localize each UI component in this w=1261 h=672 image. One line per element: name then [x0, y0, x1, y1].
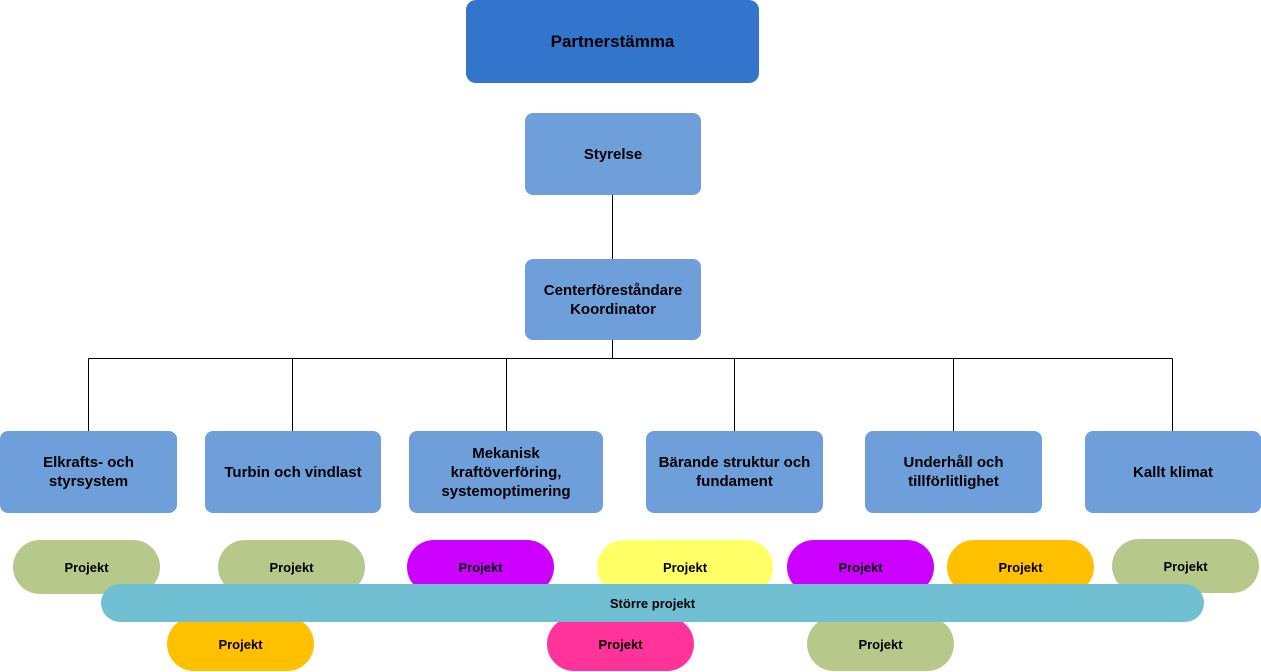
- area-box-kallt-klimat: Kallt klimat: [1085, 431, 1261, 513]
- project-pill-10: Projekt: [807, 617, 954, 671]
- project-label: Projekt: [218, 636, 263, 652]
- centerforestandare-box: Centerföreståndare Koordinator: [525, 259, 701, 340]
- project-label: Projekt: [598, 636, 643, 652]
- styrelse-label: Styrelse: [583, 145, 643, 163]
- area-label-line2: styrsystem: [48, 473, 129, 490]
- area-label-line2: kraftöverföring,: [450, 463, 562, 481]
- area-label-line3: systemoptimering: [441, 482, 571, 500]
- project-label: Projekt: [838, 559, 883, 575]
- project-label: Projekt: [458, 559, 503, 575]
- styrelse-box: Styrelse: [525, 113, 701, 195]
- area-label-line1: Underhåll och: [903, 454, 1004, 471]
- area-label-line1: Kallt klimat: [1132, 463, 1214, 481]
- area-label-line1: Mekanisk: [472, 444, 540, 462]
- project-label: Projekt: [998, 559, 1043, 575]
- project-pill-9: Projekt: [547, 617, 694, 671]
- project-label: Projekt: [1163, 558, 1208, 574]
- storre-projekt-bar: Större projekt: [101, 584, 1204, 622]
- area-box-mekanisk: Mekanisk kraftöverföring, systemoptimeri…: [409, 431, 603, 513]
- area-label-line1: Elkrafts- och: [43, 454, 134, 471]
- partnerstamma-box: Partnerstämma: [466, 0, 759, 83]
- project-label: Projekt: [269, 559, 314, 575]
- project-label: Projekt: [64, 559, 109, 575]
- area-label-line2: tillförlitlighet: [908, 473, 999, 490]
- project-label: Projekt: [662, 559, 708, 575]
- area-box-elkraft: Elkrafts- och styrsystem: [0, 431, 177, 513]
- director-label-line1: Centerföreståndare: [543, 281, 683, 299]
- project-pill-8: Projekt: [167, 617, 314, 671]
- director-label-line2: Koordinator: [570, 300, 656, 318]
- partnerstamma-label: Partnerstämma: [550, 32, 675, 51]
- area-box-underhall: Underhåll och tillförlitlighet: [865, 431, 1042, 513]
- area-label-line1: Turbin och vindlast: [224, 463, 362, 481]
- project-label: Projekt: [858, 636, 903, 652]
- area-label-line2: fundament: [696, 473, 773, 490]
- area-label-line1: Bärande struktur och: [658, 454, 811, 471]
- area-box-turbin: Turbin och vindlast: [205, 431, 381, 513]
- area-box-barande: Bärande struktur och fundament: [646, 431, 823, 513]
- storre-projekt-label: Större projekt: [609, 595, 696, 611]
